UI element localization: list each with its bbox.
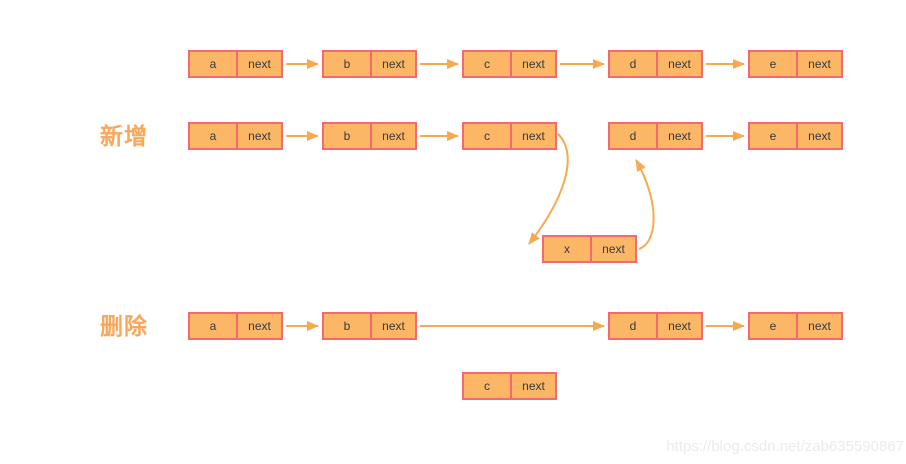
node-insert-x: x next bbox=[542, 235, 637, 263]
node-row2-c: c next bbox=[462, 122, 557, 150]
arrow-curve-c-to-x bbox=[528, 133, 569, 245]
node-value-cell: c bbox=[484, 379, 490, 393]
node-row2-d: d next bbox=[608, 122, 703, 150]
node-value-cell: c bbox=[484, 57, 490, 71]
node-next-cell: next bbox=[236, 314, 281, 338]
node-next-cell: next bbox=[510, 374, 555, 398]
node-row3-b: b next bbox=[322, 312, 417, 340]
node-next-cell: next bbox=[370, 124, 415, 148]
node-value-cell: e bbox=[769, 57, 777, 71]
node-row3-a: a next bbox=[188, 312, 283, 340]
node-row2-b: b next bbox=[322, 122, 417, 150]
node-value-cell: b bbox=[343, 129, 351, 143]
node-value-cell: a bbox=[209, 129, 217, 143]
node-deleted-c: c next bbox=[462, 372, 557, 400]
node-row1-c: c next bbox=[462, 50, 557, 78]
node-value-cell: a bbox=[209, 319, 217, 333]
arrow-curve-x-to-d bbox=[635, 159, 655, 250]
node-value-cell: e bbox=[769, 319, 777, 333]
node-next-cell: next bbox=[590, 237, 635, 261]
node-next-cell: next bbox=[796, 52, 841, 76]
node-value-cell: d bbox=[629, 57, 637, 71]
node-value-cell: c bbox=[484, 129, 490, 143]
node-row3-d: d next bbox=[608, 312, 703, 340]
node-row1-d: d next bbox=[608, 50, 703, 78]
node-value-cell: b bbox=[343, 57, 351, 71]
node-value-cell: x bbox=[564, 242, 570, 256]
node-next-cell: next bbox=[796, 124, 841, 148]
node-next-cell: next bbox=[796, 314, 841, 338]
node-next-cell: next bbox=[656, 314, 701, 338]
node-next-cell: next bbox=[370, 314, 415, 338]
node-value-cell: d bbox=[629, 319, 637, 333]
node-next-cell: next bbox=[236, 124, 281, 148]
node-row2-e: e next bbox=[748, 122, 843, 150]
node-row1-b: b next bbox=[322, 50, 417, 78]
node-value-cell: e bbox=[769, 129, 777, 143]
node-row1-a: a next bbox=[188, 50, 283, 78]
node-value-cell: b bbox=[343, 319, 351, 333]
node-next-cell: next bbox=[656, 52, 701, 76]
row-label-delete: 删除 bbox=[100, 313, 148, 339]
row-label-insert: 新增 bbox=[100, 123, 148, 149]
node-row2-a: a next bbox=[188, 122, 283, 150]
node-value-cell: a bbox=[209, 57, 217, 71]
node-next-cell: next bbox=[656, 124, 701, 148]
watermark: https://blog.csdn.net/zab635590867 bbox=[666, 438, 904, 455]
node-next-cell: next bbox=[510, 52, 555, 76]
node-value-cell: d bbox=[629, 129, 637, 143]
node-row1-e: e next bbox=[748, 50, 843, 78]
node-next-cell: next bbox=[370, 52, 415, 76]
node-row3-e: e next bbox=[748, 312, 843, 340]
node-next-cell: next bbox=[510, 124, 555, 148]
node-next-cell: next bbox=[236, 52, 281, 76]
